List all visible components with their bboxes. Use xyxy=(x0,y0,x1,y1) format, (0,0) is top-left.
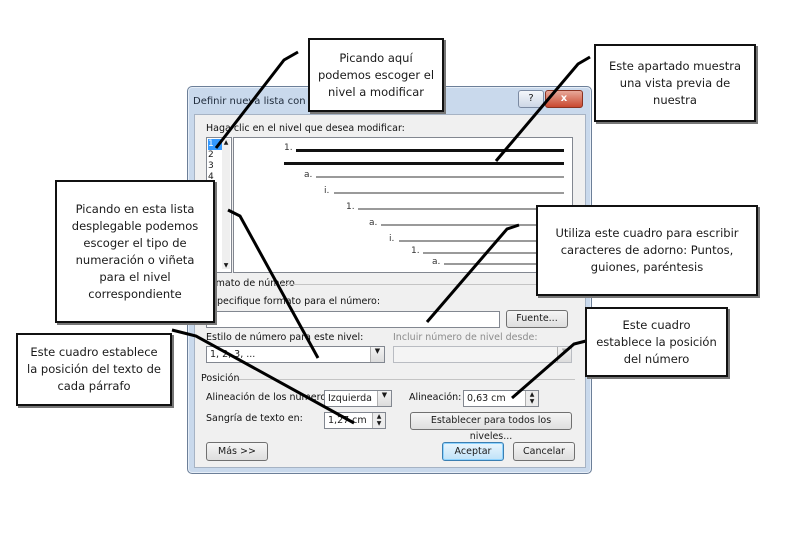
level-scrollbar[interactable]: ▲▼ xyxy=(222,139,230,269)
preview-line xyxy=(334,192,564,194)
number-style-label: Estilo de número para este nivel: xyxy=(206,332,364,343)
leader-number-position xyxy=(511,339,587,400)
text-indent-label: Sangría de texto en: xyxy=(206,413,303,424)
close-button[interactable]: x xyxy=(545,90,583,108)
ok-button[interactable]: Aceptar xyxy=(442,442,504,461)
leader-ornament xyxy=(425,223,520,323)
preview-label: a. xyxy=(432,257,441,267)
callout-ornament: Utiliza este cuadro para escribir caract… xyxy=(536,205,758,296)
preview-line xyxy=(358,208,564,210)
list-preview: 1. a. i. 1. a. i. 1. a. xyxy=(233,137,573,273)
title-bar[interactable]: Definir nueva lista con va ? x xyxy=(188,87,591,111)
preview-label: a. xyxy=(369,218,378,228)
more-button[interactable]: Más >> xyxy=(206,442,268,461)
leader-level xyxy=(214,50,299,149)
dialog-body: Haga clic en el nivel que desea modifica… xyxy=(194,114,586,468)
level-item[interactable]: 3 xyxy=(208,161,214,171)
preview-label: a. xyxy=(304,170,313,180)
format-prompt: Especifique formato para el número: xyxy=(206,296,381,307)
chevron-down-icon[interactable]: ▼ xyxy=(377,391,391,406)
alignment-label: Alineación: xyxy=(409,392,462,403)
format-group-title: Formato de número xyxy=(201,278,295,289)
level-item[interactable]: 2 xyxy=(208,150,214,160)
align-numbers-value: Izquierda xyxy=(328,393,372,404)
callout-text-position: Este cuadro establece la posición del te… xyxy=(16,333,172,406)
level-prompt: Haga clic en el nivel que desea modifica… xyxy=(206,123,405,134)
spinner-arrows-icon[interactable]: ▲▼ xyxy=(525,391,538,406)
callout-number-position: Este cuadro establece la posición del nú… xyxy=(585,307,728,377)
preview-label: 1. xyxy=(346,202,355,212)
preview-line xyxy=(296,149,564,152)
dialog-title: Definir nueva lista con va xyxy=(193,96,321,107)
callout-level: Picando aquí podemos escoger el nivel a … xyxy=(308,38,444,112)
leader-style xyxy=(227,208,320,359)
set-all-levels-button[interactable]: Establecer para todos los niveles... xyxy=(410,412,572,442)
group-divider xyxy=(275,284,575,285)
leader-text-position xyxy=(171,328,355,425)
cancel-button[interactable]: Cancelar xyxy=(513,442,575,461)
preview-label: i. xyxy=(324,186,330,196)
include-level-label: Incluir número de nivel desde: xyxy=(393,332,538,343)
level-item[interactable]: 4 xyxy=(208,172,214,182)
list-definition-dialog: Definir nueva lista con va ? x Haga clic… xyxy=(187,86,592,474)
align-numbers-label: Alineación de los números: xyxy=(206,392,335,403)
preview-label: 1. xyxy=(284,143,293,153)
preview-label: 1. xyxy=(411,246,420,256)
leader-preview xyxy=(494,55,591,162)
preview-label: i. xyxy=(389,234,395,244)
spinner-arrows-icon[interactable]: ▲▼ xyxy=(372,413,385,428)
preview-line xyxy=(381,224,564,226)
preview-line xyxy=(284,162,564,165)
help-button[interactable]: ? xyxy=(518,90,544,108)
font-button[interactable]: Fuente... xyxy=(506,310,568,328)
alignment-spinner[interactable]: 0,63 cm ▲▼ xyxy=(463,390,539,407)
chevron-down-icon[interactable]: ▼ xyxy=(370,347,384,362)
alignment-value: 0,63 cm xyxy=(467,393,506,404)
callout-style: Picando en esta lista desplegable podemo… xyxy=(55,180,215,323)
position-group-title: Posición xyxy=(201,373,240,384)
callout-preview: Este apartado muestra una vista previa d… xyxy=(594,44,756,122)
group-divider xyxy=(239,379,575,380)
preview-line xyxy=(444,263,564,265)
preview-line xyxy=(423,252,564,254)
preview-line xyxy=(316,176,564,178)
preview-line xyxy=(399,240,564,242)
align-numbers-select[interactable]: Izquierda ▼ xyxy=(324,390,392,407)
